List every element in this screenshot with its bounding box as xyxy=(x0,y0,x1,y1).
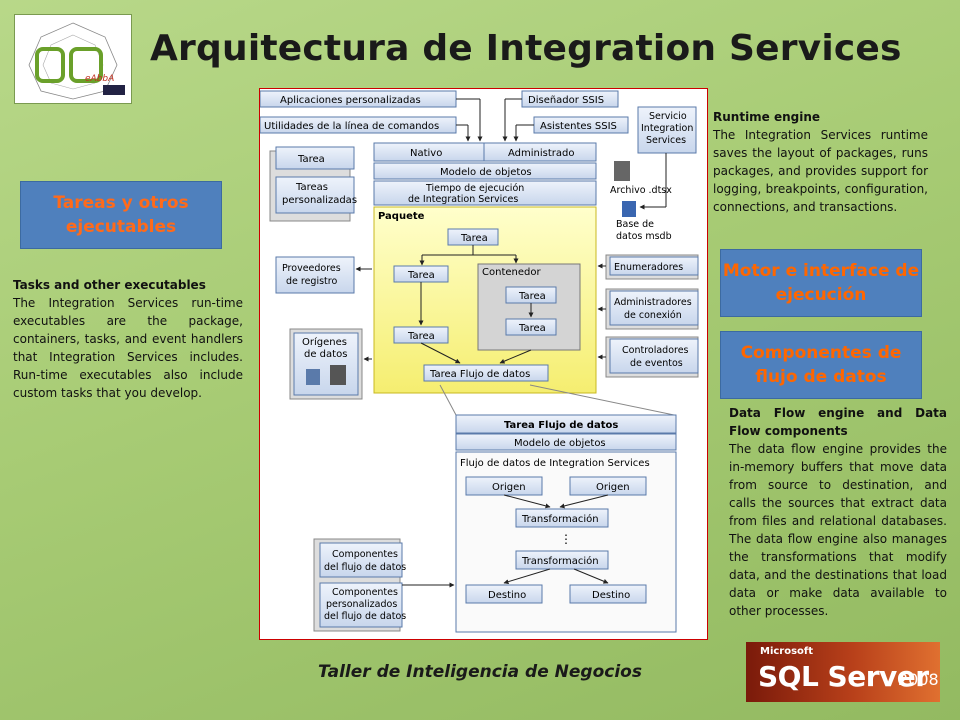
svg-text:del flujo de datos: del flujo de datos xyxy=(324,611,406,622)
wizards-label: Asistentes SSIS xyxy=(540,121,617,132)
tasks-heading: Tasks and other executables xyxy=(13,278,206,292)
svg-text:Tiempo de ejecución: Tiempo de ejecución xyxy=(425,183,524,194)
svg-text:Integration: Integration xyxy=(641,123,693,134)
svg-text:del flujo de datos: del flujo de datos xyxy=(324,562,406,573)
object-model-label: Modelo de objetos xyxy=(440,167,532,178)
svg-text:Transformación: Transformación xyxy=(521,513,599,525)
runtime-description: Runtime engine The Integration Services … xyxy=(713,108,928,216)
utils-label: Utilidades de la línea de comandos xyxy=(264,120,439,132)
svg-text:Componentes: Componentes xyxy=(332,549,398,560)
df-flow-label: Flujo de datos de Integration Services xyxy=(460,458,650,469)
apps-label: Aplicaciones personalizadas xyxy=(280,95,421,106)
svg-text:Proveedores: Proveedores xyxy=(282,263,341,274)
svg-text:Servicio: Servicio xyxy=(649,111,687,122)
svg-text:datos msdb: datos msdb xyxy=(616,231,672,242)
ipu-logo: eAbbA xyxy=(14,14,132,104)
svg-text:⋮: ⋮ xyxy=(560,532,572,546)
svg-text:Tarea: Tarea xyxy=(297,154,325,165)
container-label: Contenedor xyxy=(482,267,541,278)
architecture-diagram: Aplicaciones personalizadas Utilidades d… xyxy=(259,88,708,640)
svg-text:Base de: Base de xyxy=(616,219,654,230)
msdb-icon xyxy=(622,201,636,217)
svg-text:Transformación: Transformación xyxy=(521,555,599,567)
native-label: Nativo xyxy=(410,148,442,159)
svg-text:Orígenes: Orígenes xyxy=(302,336,347,348)
svg-text:de registro: de registro xyxy=(286,276,337,287)
svg-text:Services: Services xyxy=(646,135,686,146)
svg-text:Destino: Destino xyxy=(592,590,630,601)
svg-text:Tareas: Tareas xyxy=(295,182,328,193)
svg-text:Tarea: Tarea xyxy=(518,323,546,334)
designer-label: Diseñador SSIS xyxy=(528,95,604,106)
enumerators-label: Enumeradores xyxy=(614,262,683,273)
file-icon xyxy=(330,365,346,385)
dataflow-body: The data flow engine provides the in-mem… xyxy=(729,442,947,618)
page-title: Arquitectura de Integration Services xyxy=(150,28,902,69)
dataflow-label-box: Componentes de flujo de datos xyxy=(720,331,922,399)
database-icon xyxy=(306,369,320,385)
dtsx-file-icon xyxy=(614,161,630,181)
svg-text:Destino: Destino xyxy=(488,590,526,601)
svg-text:Tarea: Tarea xyxy=(407,331,435,342)
sql-logo-main: SQL Server xyxy=(758,660,929,693)
data-sources-box xyxy=(293,332,359,396)
svg-text:Origen: Origen xyxy=(492,482,526,493)
svg-text:personalizados: personalizados xyxy=(326,599,397,610)
package-label: Paquete xyxy=(378,211,425,222)
container-box xyxy=(477,263,581,351)
dataflow-task-label: Tarea Flujo de datos xyxy=(429,369,530,380)
sql-logo-top: Microsoft xyxy=(760,646,814,657)
runtime-heading: Runtime engine xyxy=(713,110,821,124)
tasks-description: Tasks and other executables The Integrat… xyxy=(13,276,243,402)
df-title-label: Tarea Flujo de datos xyxy=(504,420,618,431)
managed-label: Administrado xyxy=(508,148,574,159)
dtsx-label: Archivo .dtsx xyxy=(610,185,672,196)
svg-text:de datos: de datos xyxy=(304,349,347,360)
svg-text:de Integration Services: de Integration Services xyxy=(408,194,518,205)
sql-logo-year: 2008 xyxy=(898,670,939,689)
sql-server-logo: Microsoft SQL Server 2008 xyxy=(746,642,940,702)
svg-text:Tarea: Tarea xyxy=(407,270,435,281)
svg-text:Controladores: Controladores xyxy=(622,345,689,356)
dataflow-description: Data Flow engine and Data Flow component… xyxy=(729,404,947,620)
service-box xyxy=(637,106,697,154)
runtime-label-box: Motor e interface de ejecución xyxy=(720,249,922,317)
logo-text: eAbbA xyxy=(85,74,114,84)
svg-text:Origen: Origen xyxy=(596,482,630,493)
tasks-label-box: Tareas y otros ejecutables xyxy=(20,181,222,249)
svg-text:Tarea: Tarea xyxy=(460,233,488,244)
svg-text:personalizadas: personalizadas xyxy=(282,195,357,206)
runtime-body: The Integration Services runtime saves t… xyxy=(713,128,928,214)
svg-text:de conexión: de conexión xyxy=(624,310,682,321)
tasks-body: The Integration Services run-time execut… xyxy=(13,296,243,400)
svg-text:Tarea: Tarea xyxy=(518,291,546,302)
svg-text:de eventos: de eventos xyxy=(630,358,683,369)
dataflow-heading: Data Flow engine and Data Flow component… xyxy=(729,406,947,438)
footer-text: Taller de Inteligencia de Negocios xyxy=(318,662,642,682)
df-object-model-label: Modelo de objetos xyxy=(514,438,606,449)
svg-text:Administradores: Administradores xyxy=(614,297,692,308)
svg-text:Componentes: Componentes xyxy=(332,587,398,598)
